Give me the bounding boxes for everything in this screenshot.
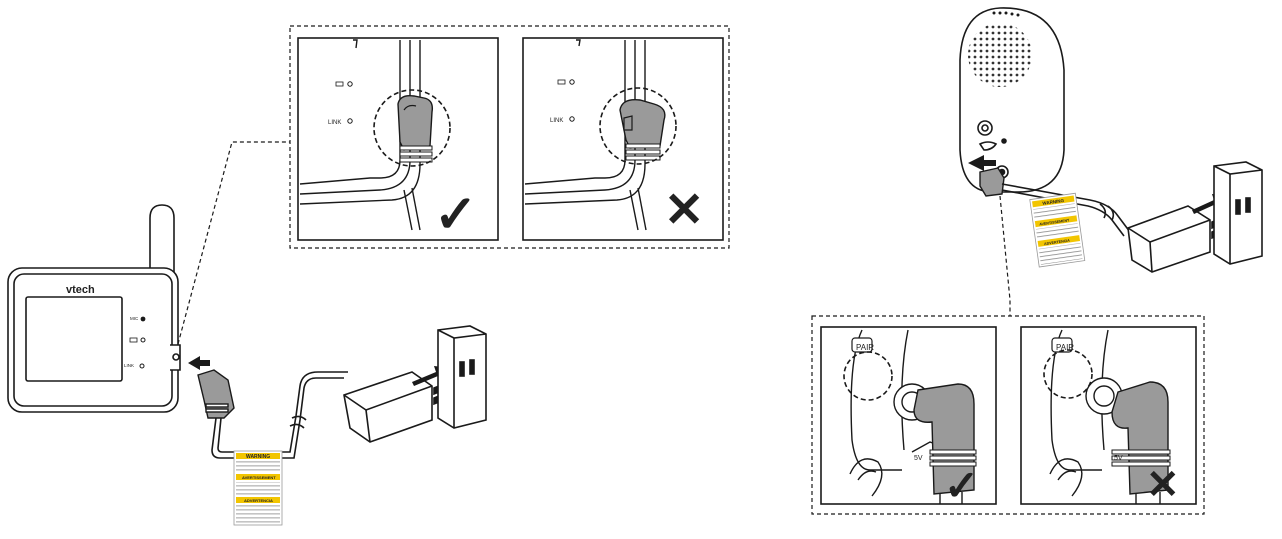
parent-wall-outlet (437, 325, 487, 429)
baby-callout-box (811, 315, 1205, 515)
correct-check-icon-2: ✓ (944, 462, 979, 509)
incorrect-x-icon-2: ✕ (1146, 463, 1180, 507)
inset-link-label: LINK (328, 120, 341, 126)
5v-label: 5V (914, 455, 923, 462)
warning-heading-right: WARNING (1042, 198, 1065, 206)
parent-leader-line (177, 141, 290, 345)
link-label: LINK (124, 363, 134, 368)
battery-icon (129, 337, 138, 343)
inset-link-label-2: LINK (550, 118, 563, 124)
baby-inset-correct (820, 326, 997, 505)
mic-label: MIC (130, 316, 139, 321)
incorrect-x-icon: ✕ (664, 184, 704, 237)
pair-label: PAIR (856, 343, 874, 352)
speaker-grille (968, 23, 1032, 87)
baby-inset-incorrect (1020, 326, 1197, 505)
parent-adapter-cable (211, 371, 348, 459)
baby-wall-outlet (1213, 161, 1263, 265)
baby-insert-arrow-icon (968, 155, 996, 171)
parent-inset-incorrect (522, 37, 724, 241)
correct-check-icon: ✓ (434, 186, 478, 244)
parent-unit-screen (25, 296, 123, 382)
baby-leader-line (999, 195, 1011, 316)
antenna (149, 204, 175, 275)
baby-plug (979, 167, 1005, 197)
parent-wall-adapter (343, 371, 445, 443)
baby-unit (959, 7, 1065, 193)
5v-label-2: 5V (1114, 455, 1123, 462)
warning-heading: WARNING (246, 454, 270, 460)
parent-inset-correct (297, 37, 499, 241)
parent-unit (7, 204, 181, 413)
baby-wall-adapter (1127, 205, 1223, 273)
brand-logo: vtech (66, 284, 95, 296)
baby-unit-top-dots (992, 11, 1020, 17)
advertencia-heading: ADVERTENCIA (244, 498, 273, 503)
advertencia-heading-right: ADVERTENCIA (1044, 238, 1071, 246)
warning-tag-right: WARNING AVERTISSEMENT ADVERTENCIA (1029, 192, 1086, 268)
mic-indicator (140, 316, 146, 322)
battery-indicator (140, 337, 146, 343)
pair-label-2: PAIR (1056, 343, 1074, 352)
avertissement-heading-right: AVERTISSEMENT (1039, 218, 1070, 226)
baby-adapter-cable (1001, 183, 1131, 237)
link-indicator (139, 363, 145, 369)
warning-tag-left (233, 450, 283, 526)
avertissement-heading: AVERTISSEMENT (242, 475, 276, 480)
parent-callout-box (289, 25, 730, 249)
parent-plug (197, 369, 235, 419)
insert-arrow-icon (188, 356, 210, 370)
